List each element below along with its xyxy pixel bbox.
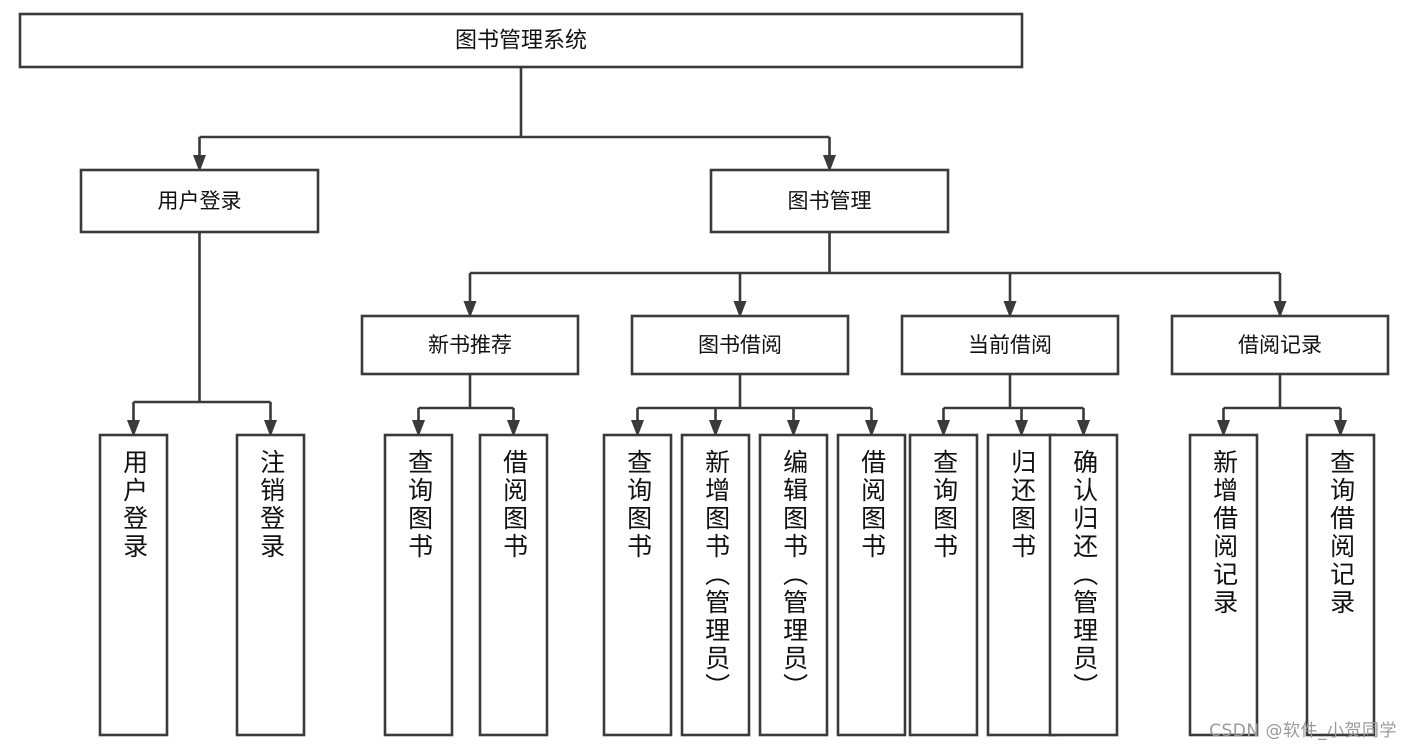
node-label-book-manage: 图书管理 <box>788 189 872 213</box>
node-new-book-recommend[interactable]: 新书推荐 <box>360 314 580 376</box>
arrow-head-icon <box>1003 301 1017 318</box>
node-box-leaf-user-login <box>98 433 169 737</box>
node-box-user-login <box>79 168 320 234</box>
node-box-leaf-borrow-book-1 <box>478 433 549 737</box>
node-leaf-query-book-2[interactable] <box>602 433 673 737</box>
arrow-head-icon <box>865 420 878 437</box>
node-leaf-query-record[interactable] <box>1305 433 1376 737</box>
node-box-leaf-query-book-3 <box>908 433 979 737</box>
arrow-head-icon <box>823 155 836 172</box>
node-leaf-add-record[interactable] <box>1188 433 1259 737</box>
node-current-borrow[interactable]: 当前借阅 <box>900 314 1120 376</box>
node-box-leaf-return-book <box>986 433 1057 737</box>
arrow-head-icon <box>787 420 800 437</box>
arrow-head-icon <box>1273 301 1287 318</box>
connectors-layer <box>127 67 1347 437</box>
node-box-leaf-query-record <box>1305 433 1376 737</box>
node-box-book-borrow <box>630 314 850 376</box>
node-box-current-borrow <box>900 314 1120 376</box>
node-label-book-borrow: 图书借阅 <box>698 333 782 357</box>
arrow-head-icon <box>1217 420 1230 437</box>
arrow-head-icon <box>264 420 277 437</box>
node-box-leaf-add-record <box>1188 433 1259 737</box>
node-user-login[interactable]: 用户登录 <box>79 168 320 234</box>
node-box-leaf-query-book-2 <box>602 433 673 737</box>
node-leaf-confirm-return[interactable] <box>1048 433 1119 737</box>
node-leaf-borrow-book-2[interactable] <box>836 433 907 737</box>
arrow-head-icon <box>1334 420 1347 437</box>
node-box-root <box>18 12 1024 69</box>
csdn-watermark: CSDN @软件_小贺同学 <box>1209 721 1397 741</box>
node-box-book-manage <box>709 168 950 234</box>
arrow-head-icon <box>412 420 425 437</box>
arrow-head-icon <box>507 420 520 437</box>
node-book-borrow[interactable]: 图书借阅 <box>630 314 850 376</box>
node-leaf-return-book[interactable] <box>986 433 1057 737</box>
node-label-root: 图书管理系统 <box>455 29 587 54</box>
arrow-head-icon <box>193 155 206 172</box>
arrow-head-icon <box>733 301 747 318</box>
arrow-head-icon <box>631 420 644 437</box>
node-leaf-query-book-1[interactable] <box>383 433 454 737</box>
node-label-borrow-record: 借阅记录 <box>1238 333 1322 357</box>
node-leaf-query-book-3[interactable] <box>908 433 979 737</box>
node-label-user-login: 用户登录 <box>158 189 242 213</box>
node-box-leaf-add-book <box>680 433 751 737</box>
arrow-head-icon <box>127 420 140 437</box>
node-leaf-user-login[interactable] <box>98 433 169 737</box>
node-leaf-edit-book[interactable] <box>758 433 829 737</box>
node-label-new-book-recommend: 新书推荐 <box>428 333 512 357</box>
arrow-head-icon <box>1077 420 1090 437</box>
node-box-leaf-user-logout <box>235 433 306 737</box>
node-root[interactable]: 图书管理系统 <box>18 12 1024 69</box>
node-book-manage[interactable]: 图书管理 <box>709 168 950 234</box>
arrow-head-icon <box>1015 420 1028 437</box>
node-leaf-borrow-book-1[interactable] <box>478 433 549 737</box>
node-box-leaf-borrow-book-2 <box>836 433 907 737</box>
node-box-leaf-edit-book <box>758 433 829 737</box>
arrow-head-icon <box>709 420 722 437</box>
node-label-current-borrow: 当前借阅 <box>968 333 1052 357</box>
node-borrow-record[interactable]: 借阅记录 <box>1170 314 1390 376</box>
node-box-leaf-query-book-1 <box>383 433 454 737</box>
arrow-head-icon <box>937 420 950 437</box>
node-box-new-book-recommend <box>360 314 580 376</box>
node-leaf-add-book[interactable] <box>680 433 751 737</box>
arrow-head-icon <box>463 301 477 318</box>
node-box-leaf-confirm-return <box>1048 433 1119 737</box>
node-box-borrow-record <box>1170 314 1390 376</box>
node-leaf-user-logout[interactable] <box>235 433 306 737</box>
